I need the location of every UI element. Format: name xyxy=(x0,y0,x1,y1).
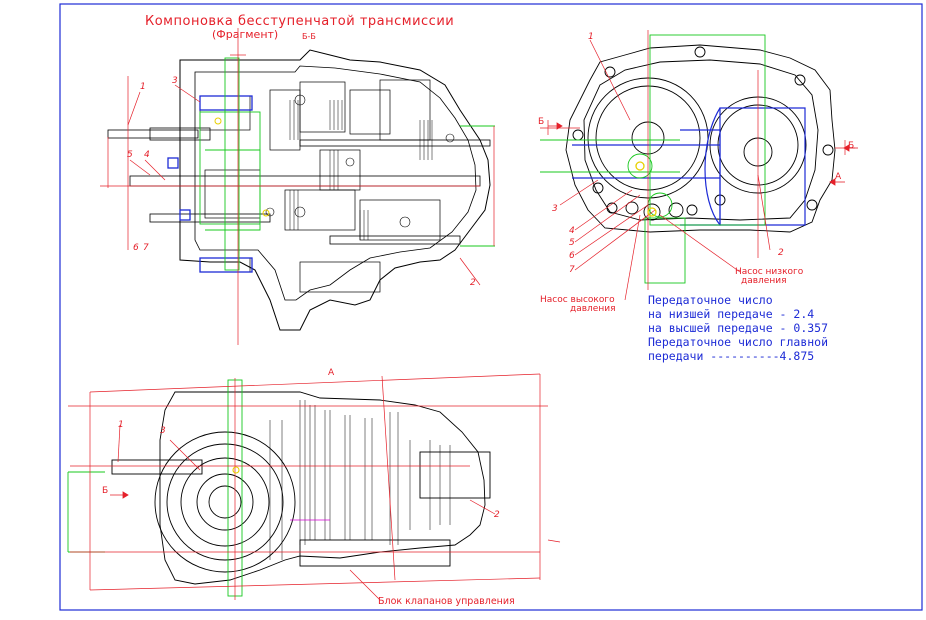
drawing-title: Компоновка бесступенчатой трансмиссии xyxy=(145,14,455,29)
end-view-red xyxy=(540,30,855,301)
plan-view-red xyxy=(68,373,561,601)
gear-info-line: на высшей передаче - 0.357 xyxy=(648,321,829,335)
gear-info-line: на низшей передаче - 2.4 xyxy=(648,307,815,321)
callout-line: Насос низкого xyxy=(735,267,804,277)
callout-line: Насос высокого xyxy=(540,295,615,305)
section-label: Б-Б xyxy=(302,32,316,41)
part-number: 7 xyxy=(143,243,149,253)
part-number: 3 xyxy=(172,76,178,86)
callout-line: давления xyxy=(570,304,616,314)
part-number: 2 xyxy=(494,510,500,520)
bearings-blue xyxy=(167,95,253,273)
end-view-yellow xyxy=(635,161,657,217)
gear-info-line: Передаточное число xyxy=(648,293,773,307)
part-number: 5 xyxy=(127,150,133,160)
gear-ratio-info: Передаточное число на низшей передаче - … xyxy=(648,293,828,363)
part-number: 6 xyxy=(133,243,139,253)
plan-view-hatch xyxy=(269,400,451,560)
part-number: 2 xyxy=(470,278,476,288)
part-number: 1 xyxy=(588,32,594,42)
plan-view-bottom xyxy=(111,391,491,585)
part-number: 6 xyxy=(569,251,575,261)
plan-view-green xyxy=(67,379,243,597)
callout-valve-block: Блок клапанов управления xyxy=(378,596,515,607)
marker-b-left: Б xyxy=(538,117,545,127)
part-number: 1 xyxy=(118,420,124,430)
gear-info-line: передачи ----------4.875 xyxy=(648,349,815,363)
construction-green xyxy=(199,57,495,271)
part-number: 3 xyxy=(552,204,558,214)
part-number: 4 xyxy=(144,150,150,160)
marker-b-bottom: Б xyxy=(102,486,109,496)
sheet-frame xyxy=(59,3,923,611)
marker-b-right: Б xyxy=(848,141,855,151)
part-number: 3 xyxy=(160,426,166,436)
marker-a-top: А xyxy=(328,368,335,378)
part-number: 4 xyxy=(569,226,575,236)
end-view-green xyxy=(540,34,766,284)
highlight-yellow xyxy=(214,117,270,217)
callout-high-pressure-pump: Насос высокого давления xyxy=(540,296,615,314)
callout-line: давления xyxy=(741,276,787,286)
section-view-top-left xyxy=(107,49,491,331)
view-arrows xyxy=(110,122,858,499)
part-number: 7 xyxy=(569,265,575,275)
drawing-subtitle: (Фрагмент) xyxy=(212,28,279,41)
part-number: 2 xyxy=(778,248,784,258)
end-view-blue xyxy=(572,107,806,226)
part-number: 1 xyxy=(140,82,146,92)
part-number: 5 xyxy=(569,238,575,248)
marker-a-right: А xyxy=(835,172,842,182)
callout-low-pressure-pump: Насос низкого давления xyxy=(735,268,803,286)
plan-view-yellow xyxy=(232,466,240,474)
dimension-lines-top xyxy=(100,28,495,345)
gear-info-line: Передаточное число главной xyxy=(648,335,829,349)
